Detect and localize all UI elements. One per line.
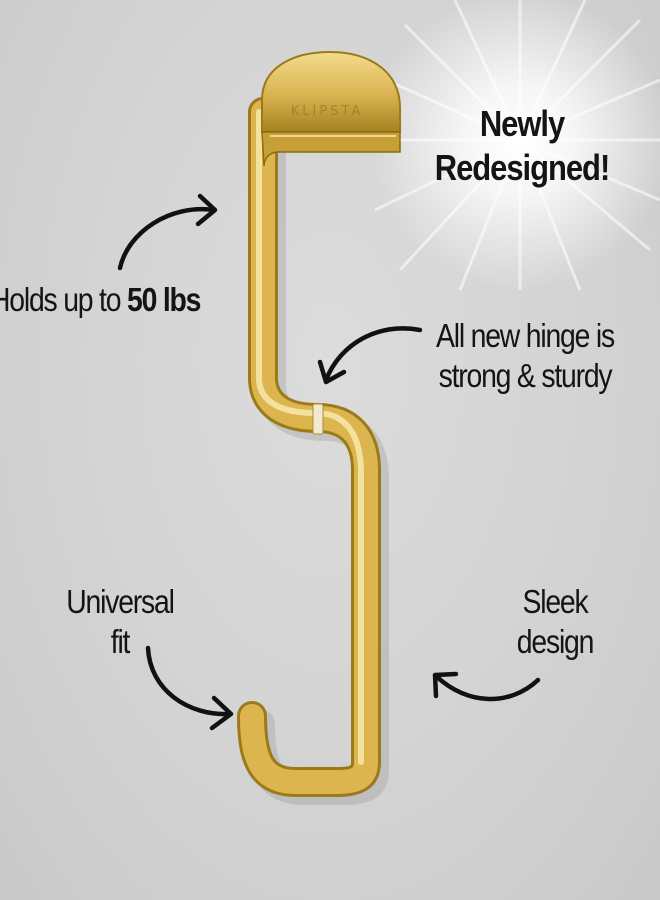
callout-holds-weight: Holds up to 50 lbs: [0, 281, 201, 318]
callout-sleek-design: Sleek design: [516, 583, 595, 660]
callout-hinge: All new hinge is strong & sturdy: [436, 317, 615, 394]
hook-top-cap: [261, 50, 401, 133]
brand-engraving: KLIPSTA: [290, 104, 364, 119]
curved-arrow-icon: [432, 671, 541, 702]
gold-s-hook: [237, 50, 401, 805]
starburst-glow: [370, 0, 660, 291]
callout-universal-fit: Universal fit: [66, 583, 175, 660]
newly-redesigned-badge: Newly Redesigned!: [434, 103, 610, 188]
curved-arrow-icon: [317, 326, 423, 385]
curved-arrow-icon: [117, 193, 218, 271]
hinge-band: [312, 403, 324, 435]
weight-value: 50 lbs: [127, 281, 201, 318]
curved-arrow-icon: [145, 645, 234, 731]
